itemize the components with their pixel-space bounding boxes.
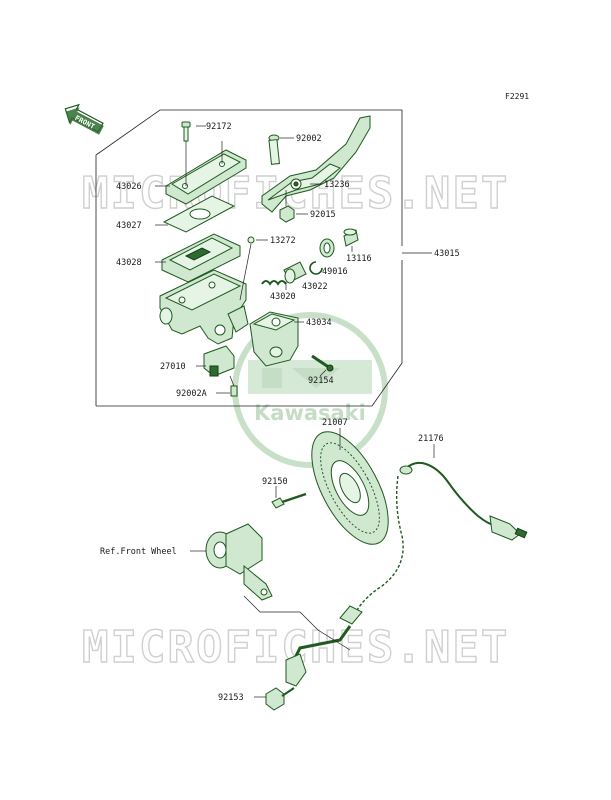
bolt-92150 (271, 486, 307, 509)
pin-13272 (239, 236, 268, 301)
bolt-92153 (254, 687, 295, 711)
bolt-92002 (268, 134, 294, 165)
sensor-bracket (285, 611, 352, 687)
label-92172: 92172 (206, 122, 232, 132)
label-92002a: 92002A (176, 389, 207, 399)
plate-43027 (155, 195, 236, 233)
label-92150: 92150 (262, 477, 288, 487)
master-cylinder-assembly-frame (95, 109, 432, 407)
circlip-49016 (309, 261, 323, 275)
label-13272: 13272 (270, 236, 296, 246)
switch-27010 (196, 345, 235, 377)
screw-92154 (311, 354, 334, 377)
label-13236: 13236 (324, 180, 350, 190)
figure-code: F2291 (505, 92, 529, 101)
nut-92015 (279, 190, 308, 223)
label-43026: 43026 (116, 182, 142, 192)
master-cylinder-body (159, 269, 249, 345)
screw-92002a (216, 375, 238, 397)
label-49016: 49016 (322, 267, 348, 277)
screw-92172 (181, 121, 206, 142)
label-13116: 13116 (346, 254, 372, 264)
label-ref-front-wheel: Ref.Front Wheel (100, 547, 177, 557)
speed-sensor-21176 (339, 444, 528, 625)
label-43028: 43028 (116, 258, 142, 268)
label-92015: 92015 (310, 210, 336, 220)
front-wheel-hub (190, 523, 300, 613)
label-43022: 43022 (302, 282, 328, 292)
label-43015: 43015 (434, 249, 460, 259)
label-21007: 21007 (322, 418, 348, 428)
reservoir-cap-43026 (155, 141, 247, 205)
diaphragm-43028 (155, 233, 241, 283)
cup-43022 (319, 238, 335, 258)
kawasaki-watermark-text: Kawasaki (254, 401, 366, 425)
front-arrow-badge: FRONT (64, 103, 104, 135)
label-92154: 92154 (308, 376, 334, 386)
label-92153: 92153 (218, 693, 244, 703)
cover-43034 (249, 311, 304, 367)
label-27010: 27010 (160, 362, 186, 372)
label-43027: 43027 (116, 221, 142, 231)
label-21176: 21176 (418, 434, 444, 444)
label-43020: 43020 (270, 292, 296, 302)
sensor-rotor-21007 (311, 428, 389, 545)
label-43034: 43034 (306, 318, 332, 328)
piston-assembly-43020 (261, 261, 307, 290)
bushing-13116 (343, 228, 359, 252)
label-92002: 92002 (296, 134, 322, 144)
